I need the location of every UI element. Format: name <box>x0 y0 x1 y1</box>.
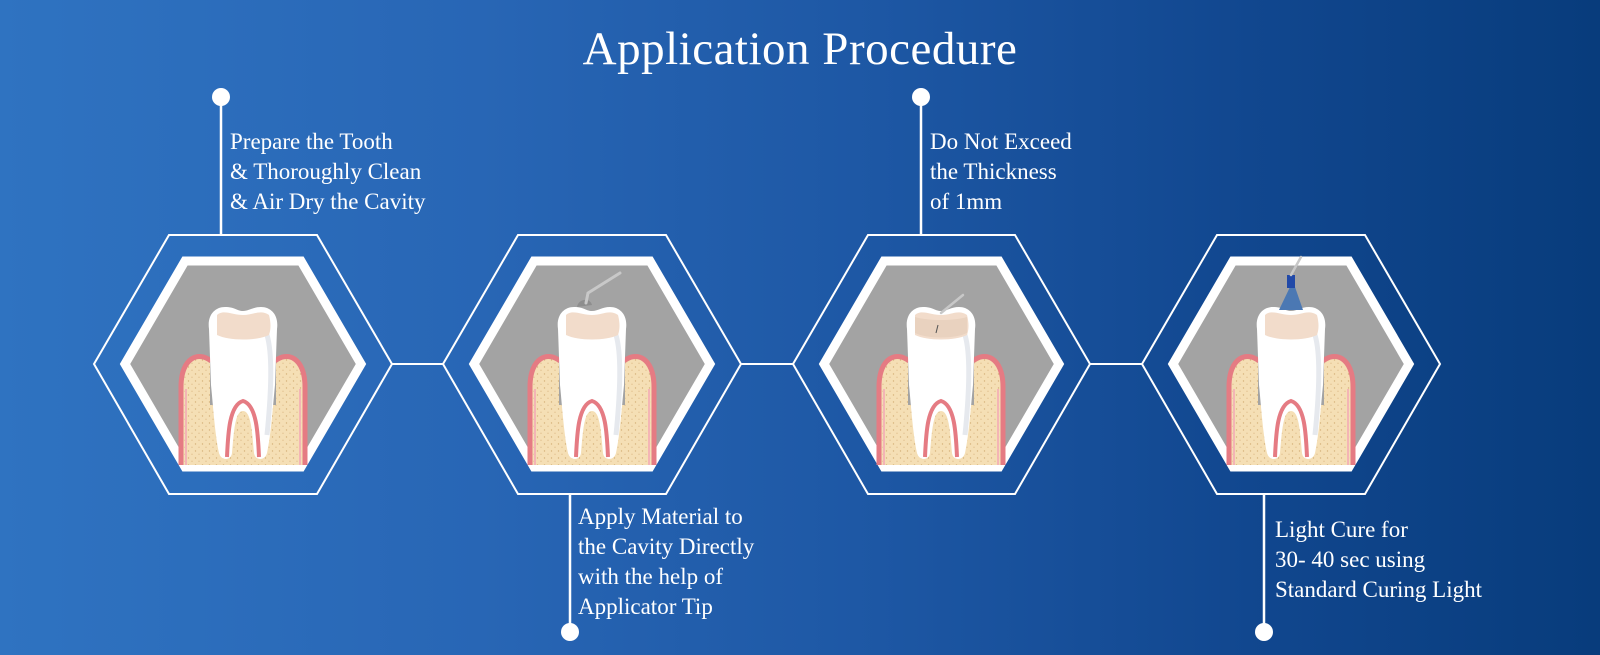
caption-line: with the help of <box>578 564 723 589</box>
step-2-caption: Apply Material to the Cavity Directly wi… <box>578 502 754 622</box>
page-title: Application Procedure <box>582 23 1018 75</box>
caption-line: Applicator Tip <box>578 594 713 619</box>
step-4-caption: Light Cure for 30- 40 sec using Standard… <box>1275 515 1482 605</box>
leader-dot-icon <box>561 623 579 641</box>
leader-dot-icon <box>912 88 930 106</box>
tooth-filled-cavity-icon <box>879 293 1003 465</box>
tooth-with-applicator-icon <box>530 271 654 465</box>
step-1-caption: Prepare the Tooth & Thoroughly Clean & A… <box>230 127 425 217</box>
caption-line: Standard Curing Light <box>1275 577 1482 602</box>
outer-hexagon <box>441 234 743 495</box>
caption-line: 30- 40 sec using <box>1275 547 1426 572</box>
step-4 <box>1140 234 1442 641</box>
caption-line: & Air Dry the Cavity <box>230 189 426 214</box>
step-3 <box>791 88 1092 495</box>
step-1 <box>92 88 394 495</box>
caption-line: & Thoroughly Clean <box>230 159 422 184</box>
caption-line: the Cavity Directly <box>578 534 755 559</box>
caption-line: Apply Material to <box>578 504 743 529</box>
tooth-light-cure-icon <box>1229 255 1353 465</box>
caption-line: Do Not Exceed <box>930 129 1072 154</box>
caption-line: Light Cure for <box>1275 517 1408 542</box>
leader-dot-icon <box>212 88 230 106</box>
caption-line: the Thickness <box>930 159 1057 184</box>
caption-line: Prepare the Tooth <box>230 129 393 154</box>
step-3-caption: Do Not Exceed the Thickness of 1mm <box>930 127 1072 217</box>
leader-dot-icon <box>1255 623 1273 641</box>
outer-hexagon <box>791 234 1092 495</box>
outer-hexagon <box>92 234 394 495</box>
caption-line: of 1mm <box>930 189 1003 214</box>
step-2 <box>441 234 743 641</box>
outer-hexagon <box>1140 234 1442 495</box>
